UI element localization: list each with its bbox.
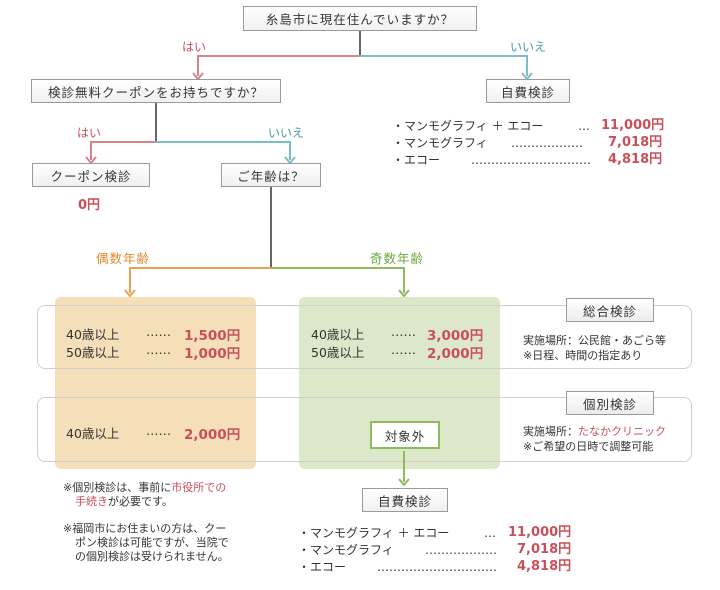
individual-place: 実施場所：たなかクリニック xyxy=(523,425,666,438)
footnote-fukuoka-2: ポン検診は可能ですが、当院で xyxy=(75,536,229,549)
price-row: ・マンモグラフィ ……………… 7,018円 xyxy=(298,542,571,558)
price-value: 4,818円 xyxy=(517,559,572,574)
general-odd-row-1: 40歳以上 …… 3,000円 xyxy=(311,324,484,344)
general-even-row-1: 40歳以上 …… 1,500円 xyxy=(66,324,241,344)
general-note: ※日程、時間の指定あり xyxy=(523,349,643,362)
even-age-label: 偶数年齢 xyxy=(96,251,151,266)
price-label: ・マンモグラフィ xyxy=(298,543,394,557)
self-pay-top-box: 自費検診 xyxy=(486,79,570,103)
price-value: 7,018円 xyxy=(517,542,572,557)
price-dots: ………………………… xyxy=(471,153,591,167)
price-label: ・マンモグラフィ xyxy=(392,136,488,150)
coupon-checkup-box: クーポン検診 xyxy=(32,163,150,187)
individual-checkup-tag: 個別検診 xyxy=(566,391,654,415)
general-place: 実施場所：公民館・あごら等 xyxy=(523,334,666,347)
odd-age-label: 奇数年齢 xyxy=(370,251,425,266)
q2-no-label: いいえ xyxy=(268,126,305,140)
price-dots: … xyxy=(484,526,496,540)
price-label: ・マンモグラフィ ＋ エコー xyxy=(392,119,544,133)
price-label: ・エコー xyxy=(392,153,441,167)
price-row: ・エコー ………………………… 4,818円 xyxy=(298,559,571,575)
price-value: 4,818円 xyxy=(608,152,663,167)
question-residence: 糸島市に現在住んでいますか？ xyxy=(243,6,477,31)
footnote-fukuoka-1: ※福岡市にお住まいの方は、クー xyxy=(63,522,227,535)
even-age-column xyxy=(55,297,256,469)
price-value: 7,018円 xyxy=(608,135,663,150)
q1-yes-label: はい xyxy=(182,40,207,54)
price-row: ・エコー ………………………… 4,818円 xyxy=(392,152,662,168)
footnote-city-hall-2: 手続きが必要です。 xyxy=(75,495,173,508)
price-row: ・マンモグラフィ ＋ エコー … 11,000円 xyxy=(392,118,664,134)
individual-checkup-panel xyxy=(37,397,692,462)
general-checkup-panel xyxy=(37,305,692,369)
q1-no-label: いいえ xyxy=(510,40,547,54)
question-coupon: 検診無料クーポンをお持ちですか？ xyxy=(31,79,281,103)
price-dots: ……………… xyxy=(425,543,497,557)
individual-note: ※ご希望の日時で調整可能 xyxy=(523,440,654,453)
price-label: ・エコー xyxy=(298,560,347,574)
price-label: ・マンモグラフィ ＋ エコー xyxy=(298,526,450,540)
price-row: ・マンモグラフィ ……………… 7,018円 xyxy=(392,135,662,151)
q2-yes-label: はい xyxy=(77,126,102,140)
individual-even-row: 40歳以上 …… 2,000円 xyxy=(66,423,241,443)
coupon-price: 0円 xyxy=(78,198,101,213)
price-dots: ……………… xyxy=(511,136,583,150)
not-eligible-box: 対象外 xyxy=(370,421,440,449)
price-value: 11,000円 xyxy=(508,525,572,540)
price-row: ・マンモグラフィ ＋ エコー … 11,000円 xyxy=(298,525,571,541)
price-value: 11,000円 xyxy=(601,118,665,133)
general-even-row-2: 50歳以上 …… 1,000円 xyxy=(66,342,241,362)
price-dots: ………………………… xyxy=(377,560,497,574)
self-pay-bottom-box: 自費検診 xyxy=(362,488,448,512)
question-age: ご年齢は？ xyxy=(221,163,321,187)
footnote-city-hall: ※個別検診は、事前に市役所での xyxy=(63,481,227,494)
general-odd-row-2: 50歳以上 …… 2,000円 xyxy=(311,342,484,362)
footnote-fukuoka-3: の個別検診は受けられません。 xyxy=(75,550,229,563)
price-dots: … xyxy=(578,119,590,133)
general-checkup-tag: 総合検診 xyxy=(566,298,654,322)
